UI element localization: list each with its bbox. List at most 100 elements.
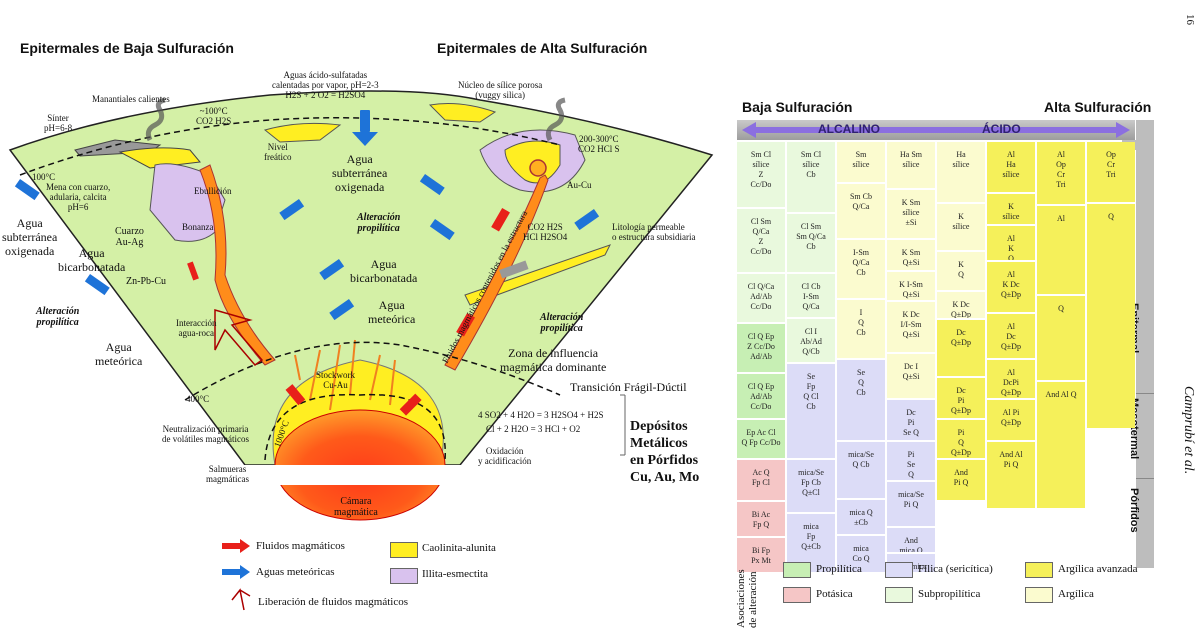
label-manantiales: Manantiales calientes (92, 94, 170, 104)
table-cell: K Q (937, 252, 985, 290)
legend-swatch-subpropilitica (885, 587, 913, 603)
legend-label-aguas: Aguas meteóricas (256, 566, 335, 578)
table-cell: Al K Q (987, 226, 1035, 260)
label-alteracion-left: Alteración propilítica (36, 306, 80, 328)
legend-swatch-filica (885, 562, 913, 578)
table-cell: Al Ha sílice (987, 142, 1035, 192)
label-salmueras: Salmueras magmáticas (206, 464, 249, 484)
label-mena: Mena con cuarzo, adularia, calcita pH=6 (46, 182, 111, 212)
label-alteracion-right: Alteración propilítica (540, 312, 584, 334)
grey-arrow (499, 260, 529, 279)
table-cell: Op Cr Tri (1087, 142, 1135, 202)
table-cell: Pi Q Q±Dp (937, 420, 985, 458)
legend-outline-arrow (231, 588, 251, 611)
table-cell: Dc I Q±Si (887, 354, 935, 398)
label-nivel-freatico: Nivel freático (264, 142, 292, 162)
label-nucleo: Núcleo de sílice porosa (vuggy silica) (458, 80, 543, 100)
magmatic-arrows (187, 207, 510, 416)
meteoric-arrows (14, 110, 600, 321)
label-depositos: Depósitos Metálicos en Pórfidos Cu, Au, … (630, 419, 700, 485)
label-isotherm-100: 100°C (32, 172, 56, 182)
table-title-low: Baja Sulfuración (742, 99, 853, 115)
table-cell: Cl I Ab/Ad Q/Cb (787, 319, 835, 362)
table-cell: And Pi Q (937, 460, 985, 500)
table-cell: Ha sílice (937, 142, 985, 202)
legend-swatch-caolinita (390, 542, 418, 558)
table-cell: mica/Se Pi Q (887, 482, 935, 526)
table-cell: Sm Cl sílice Cb (787, 142, 835, 212)
label-bonanza: Bonanza (182, 222, 214, 232)
legend-label-avanzada: Argílica avanzada (1058, 563, 1138, 575)
table-cell: K sílice (937, 204, 985, 250)
title-high-sulfidation: Epitermales de Alta Sulfuración (437, 40, 648, 56)
label-eq1: 4 SO2 + 4 H2O = 3 H2SO4 + H2S (478, 410, 604, 420)
label-oxidacion: Oxidación y acidificación (478, 446, 532, 466)
legend-blue-arrow (222, 565, 250, 579)
page-number: 16 (1184, 14, 1196, 25)
table-cell: I-Sm Q/Ca Cb (837, 240, 885, 298)
legend-title: Asociaciones de alteración (735, 569, 759, 628)
isotherm-1000 (264, 393, 446, 461)
table-cell: Al Dc Q±Dp (987, 314, 1035, 358)
table-cell: Bi Ac Fp Q (737, 502, 785, 536)
table-cell: Se Q Cb (837, 360, 885, 440)
label-interaccion: Interacción agua-roca (176, 318, 217, 338)
table-cell: Cl Q/Ca Ad/Ab Cc/Do (737, 274, 785, 322)
label-znpbcu: Zn-Pb-Cu (126, 276, 166, 287)
legend-label-propilitica: Propilítica (816, 563, 862, 575)
label-transicion: Transición Frágil-Dúctil (570, 380, 687, 394)
table-cell: Al K Dc Q±Dp (987, 262, 1035, 312)
table-cell: Dc Q±Dp (937, 320, 985, 376)
table-cell: Dc Pi Se Q (887, 400, 935, 440)
top-yellow-lens (428, 103, 497, 123)
table-cell: And Al Pi Q (987, 442, 1035, 508)
legend-swatch-potasica (783, 587, 811, 603)
table-cell: Sm Cb Q/Ca (837, 184, 885, 238)
label-agua-sub-center: Agua subterránea oxigenada (332, 152, 388, 194)
table-cell: I Q Cb (837, 300, 885, 358)
table-cell: K I-Sm Q±Si (887, 272, 935, 300)
table-cell: Q (1037, 296, 1085, 380)
table-cell: Cl Sm Q/Ca Z Cc/Do (737, 209, 785, 272)
label-zona-influencia: Zona de influencia magmática dominante (500, 346, 607, 374)
table-cell: Se Fp Q Cl Cb (787, 364, 835, 458)
table-cell: mica Q ±Cb (837, 500, 885, 534)
label-litologia: Litología permeable o estructura subsidi… (612, 222, 696, 242)
table-cell: And Al Q (1037, 382, 1085, 508)
label-agua-bicarb-left: Agua bicarbonatada (58, 246, 126, 274)
table-cell: Pi Se Q (887, 442, 935, 480)
label-aucu: Au-Cu (567, 180, 592, 190)
label-temp-low: ~100°C CO2 H2S (196, 106, 232, 126)
title-low-sulfidation: Epitermales de Baja Sulfuración (20, 40, 234, 56)
label-sinter: Sínter pH=6-8 (44, 113, 73, 133)
stockwork-veins (294, 339, 396, 411)
label-isotherm-400: 400°C (186, 394, 210, 404)
legend-label-liberacion: Liberación de fluidos magmáticos (258, 596, 408, 608)
table-cell: Al DcPi Q±Dp (987, 360, 1035, 398)
smoke-right (545, 97, 566, 142)
legend-label-illita: Illita-esmectita (422, 568, 488, 580)
legend-swatch-argilica (1025, 587, 1053, 603)
label-cuarzo: Cuarzo Au-Ag (115, 226, 144, 248)
table-cell: Ha Sm sílice (887, 142, 935, 188)
label-ebullicion: Ebullición (194, 186, 232, 196)
table-cell: K Dc Q±Dp (937, 292, 985, 318)
table-cell: Al (1037, 206, 1085, 294)
table-cell: Sm sílice (837, 142, 885, 182)
legend-label-argilica: Argílica (1058, 588, 1094, 600)
legend-red-arrow (222, 539, 250, 553)
table-cell: mica/Se Q Cb (837, 442, 885, 498)
label-neutralizacion: Neutralización primaria de volátiles mag… (162, 424, 249, 444)
bar-label-alcalino: ALCALINO (818, 122, 880, 136)
side-bar (1136, 120, 1154, 568)
table-cell: Bi Fp Px Mt (737, 538, 785, 572)
table-cell: Dc Pi Q±Dp (937, 378, 985, 418)
smoke-left (145, 97, 166, 142)
table-cell: Ac Q Fp Cl (737, 460, 785, 500)
label-stockwork: Stockwork Cu-Au (316, 370, 355, 390)
ph-bar-arrow (742, 122, 1130, 138)
legend-swatch-propilitica (783, 562, 811, 578)
label-agua-bicarb-center: Agua bicarbonatada (350, 257, 418, 285)
label-co2-h2s: CO2 H2S HCl H2SO4 (523, 222, 568, 242)
table-cell: mica Co Q (837, 536, 885, 572)
